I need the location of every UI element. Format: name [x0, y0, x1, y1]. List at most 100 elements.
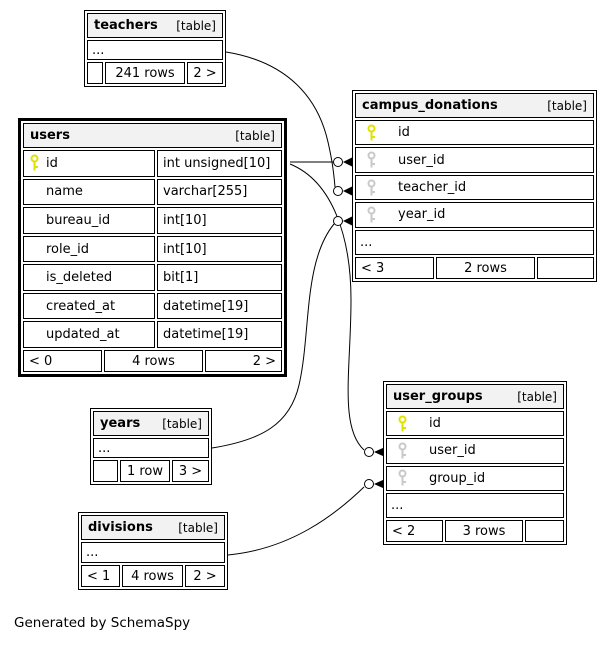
- column-name: teacher_id: [398, 180, 467, 196]
- footer-parents: < 3: [361, 260, 385, 276]
- foreign-key-icon: [397, 469, 408, 487]
- generated-by-caption: Generated by SchemaSpy: [14, 615, 191, 631]
- column-type: int[10]: [163, 212, 207, 228]
- table-tag: [table]: [178, 520, 218, 535]
- column-type: datetime[19]: [163, 327, 249, 343]
- footer-parents: < 2: [392, 523, 416, 539]
- footer-rowcount: 4 rows: [131, 568, 174, 584]
- column-name: name: [46, 184, 83, 200]
- ellipsis-label: ...: [86, 545, 99, 560]
- table-user-groups[interactable]: user_groups [table] id user_id: [383, 381, 567, 545]
- ellipsis-label: ...: [98, 440, 111, 456]
- table-header: user_groups [table]: [386, 384, 564, 409]
- column-type: datetime[19]: [163, 298, 249, 314]
- table-footer: < 0 4 rows 2 >: [23, 350, 282, 373]
- table-tag: [table]: [176, 18, 216, 33]
- column-name: bureau_id: [46, 212, 111, 228]
- fk-connector-usergroups-group-id: [364, 479, 384, 489]
- table-campus-donations[interactable]: campus_donations [table] id user_id: [352, 90, 597, 282]
- column-name: id: [398, 125, 410, 141]
- primary-key-icon: [366, 124, 377, 141]
- column-name: user_id: [398, 152, 445, 168]
- table-footer: 1 row 3 >: [93, 460, 209, 482]
- primary-key-icon: [397, 415, 408, 432]
- table-name: divisions: [88, 520, 153, 535]
- table-name: user_groups: [393, 389, 483, 404]
- hidden-columns-row: ...: [87, 40, 223, 60]
- foreign-key-icon: [366, 206, 377, 223]
- table-name: years: [100, 416, 141, 431]
- column-type: int[10]: [163, 241, 207, 257]
- table-footer: < 3 2 rows: [355, 257, 594, 280]
- ellipsis-label: ...: [391, 497, 404, 513]
- column-name: user_id: [429, 443, 476, 459]
- fk-connector-usergroups-user-id: [364, 447, 384, 457]
- table-tag: [table]: [235, 128, 275, 143]
- fk-connector-user-id: [333, 157, 352, 167]
- footer-parents: < 1: [87, 568, 111, 584]
- table-years[interactable]: years [table] ... 1 row 3 >: [90, 408, 212, 485]
- hidden-columns-row: ...: [355, 229, 594, 256]
- column-row-teacher-id: teacher_id: [355, 174, 594, 201]
- table-footer: 241 rows 2 >: [87, 62, 223, 84]
- fk-connector-year-id: [333, 216, 352, 226]
- column-name: id: [429, 416, 441, 432]
- footer-children: 2 >: [193, 568, 217, 584]
- column-name: year_id: [398, 207, 446, 223]
- footer-children: 2 >: [193, 65, 217, 81]
- column-name: id: [46, 155, 58, 171]
- column-row-created-at: created_at datetime[19]: [23, 292, 282, 320]
- table-teachers[interactable]: teachers [table] ... 241 rows 2 >: [84, 10, 226, 87]
- hidden-columns-row: ...: [93, 438, 209, 458]
- table-name: teachers: [94, 18, 158, 33]
- table-header: teachers [table]: [87, 13, 223, 38]
- column-name: role_id: [46, 241, 89, 257]
- column-row-role-id: role_id int[10]: [23, 235, 282, 263]
- column-row-user-id: user_id: [386, 438, 564, 464]
- column-name: group_id: [429, 470, 486, 486]
- ellipsis-label: ...: [92, 42, 105, 58]
- hidden-columns-row: ...: [81, 542, 225, 563]
- foreign-key-icon: [366, 151, 377, 169]
- primary-key-icon: [29, 154, 40, 172]
- table-tag: [table]: [547, 98, 587, 113]
- footer-parents: < 0: [29, 353, 53, 369]
- footer-rowcount: 1 row: [126, 463, 164, 479]
- column-row-group-id: group_id: [386, 465, 564, 491]
- column-row-name: name varchar[255]: [23, 178, 282, 206]
- hidden-columns-row: ...: [386, 492, 564, 518]
- column-name: updated_at: [46, 327, 120, 343]
- column-row-updated-at: updated_at datetime[19]: [23, 321, 282, 349]
- column-type: varchar[255]: [163, 184, 248, 200]
- column-row-id: id: [386, 411, 564, 437]
- footer-rowcount: 241 rows: [115, 65, 175, 81]
- column-row-user-id: user_id: [355, 147, 594, 173]
- table-header: divisions [table]: [81, 515, 225, 540]
- column-row-id: id int unsigned[10]: [23, 150, 282, 177]
- foreign-key-icon: [397, 442, 408, 459]
- table-header: users [table]: [23, 123, 282, 148]
- table-footer: < 2 3 rows: [386, 520, 564, 542]
- table-header: years [table]: [93, 411, 209, 436]
- column-row-bureau-id: bureau_id int[10]: [23, 207, 282, 234]
- column-row-id: id: [355, 120, 594, 146]
- table-footer: < 1 4 rows 2 >: [81, 565, 225, 587]
- table-users[interactable]: users [table] id int unsigned[10] name v…: [18, 118, 287, 377]
- column-row-year-id: year_id: [355, 202, 594, 228]
- footer-children: 2 >: [252, 353, 276, 369]
- column-type: int unsigned[10]: [163, 155, 271, 171]
- table-name: campus_donations: [362, 98, 498, 113]
- table-tag: [table]: [517, 389, 557, 404]
- table-divisions[interactable]: divisions [table] ... < 1 4 rows 2 >: [78, 512, 228, 590]
- column-name: is_deleted: [46, 270, 113, 286]
- fk-connector-teacher-id: [333, 186, 352, 196]
- footer-rowcount: 4 rows: [132, 353, 175, 369]
- footer-rowcount: 3 rows: [462, 523, 506, 539]
- table-tag: [table]: [162, 416, 202, 431]
- footer-rowcount: 2 rows: [464, 260, 507, 276]
- table-header: campus_donations [table]: [355, 93, 594, 118]
- column-row-is-deleted: is_deleted bit[1]: [23, 264, 282, 291]
- column-name: created_at: [46, 298, 116, 314]
- column-type: bit[1]: [163, 270, 199, 286]
